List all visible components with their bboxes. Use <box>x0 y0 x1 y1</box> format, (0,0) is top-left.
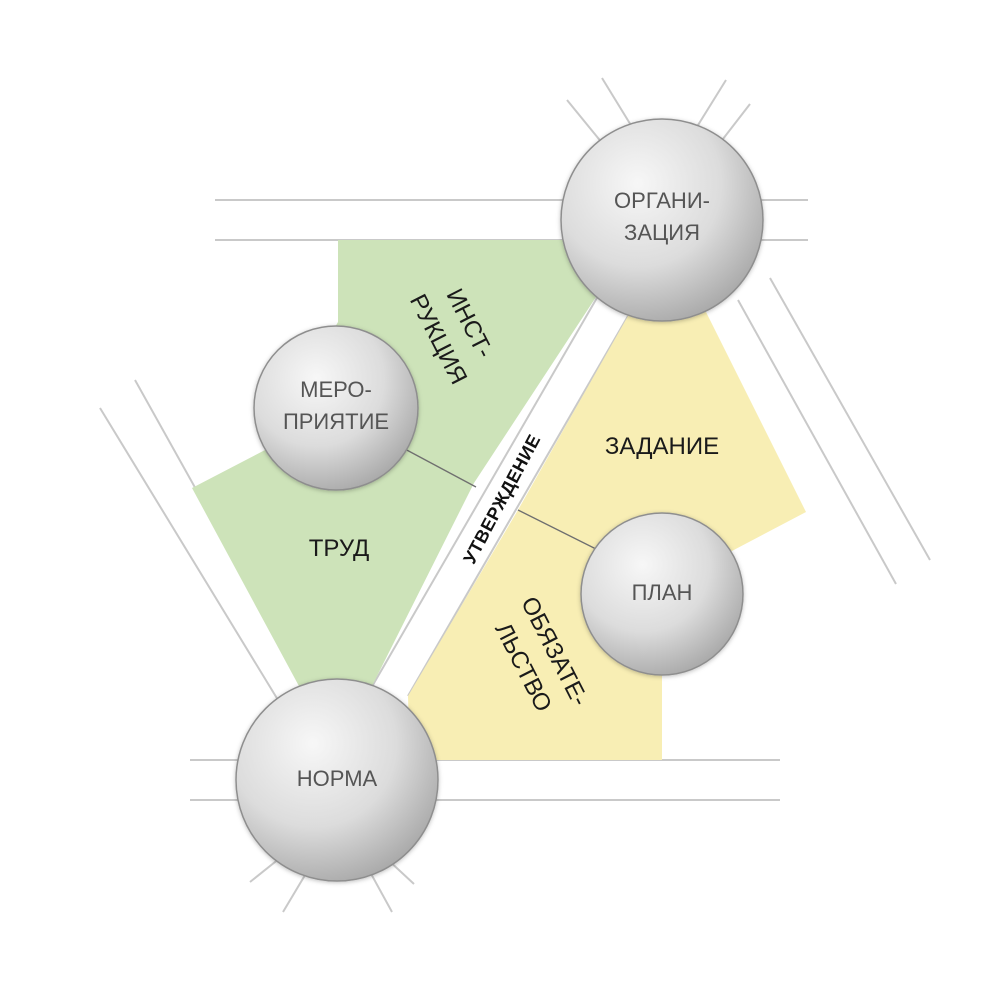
sphere-norm <box>235 678 439 882</box>
spheres <box>235 118 764 882</box>
yellow-region <box>408 304 806 760</box>
sphere-event <box>253 325 419 491</box>
sphere-organization <box>560 118 764 322</box>
sphere-plan <box>580 512 744 676</box>
